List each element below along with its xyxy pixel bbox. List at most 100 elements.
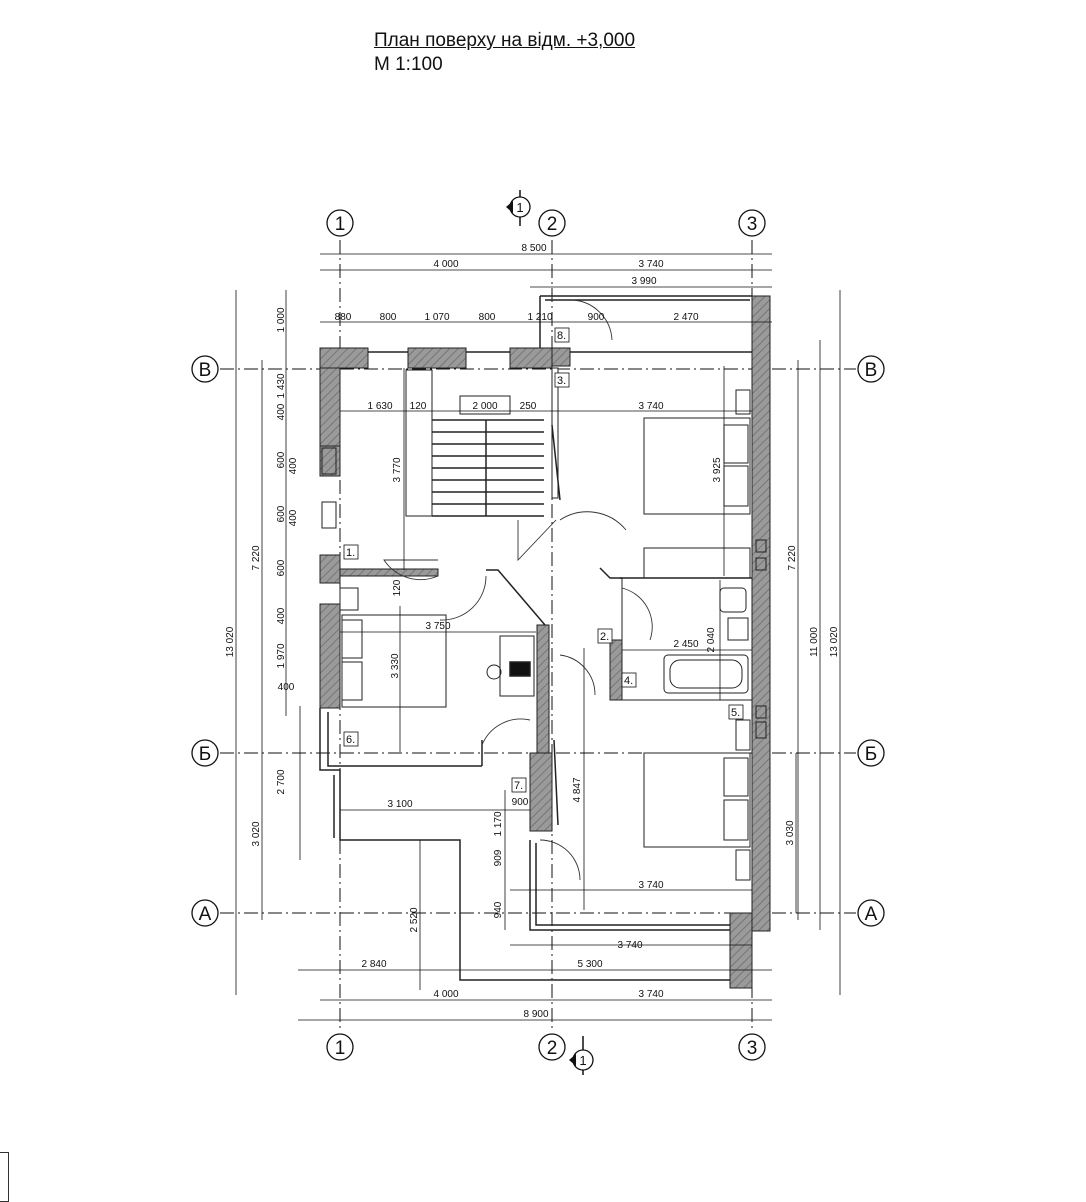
title-block: План поверху на відм. +3,000 М 1:100 (374, 29, 635, 77)
room-tag-2: 2. (600, 631, 609, 643)
dim-left-400-c: 400 (288, 509, 299, 526)
dim-stair-1630: 1 630 (367, 401, 392, 412)
dim-door-900: 900 (512, 797, 529, 808)
axis-marker-b-right: Б (857, 739, 885, 767)
dim-terrace-3100: 3 100 (387, 799, 412, 810)
dim-bottom-4000: 4 000 (433, 989, 458, 1000)
dim-top-total: 8 500 (521, 243, 546, 254)
dim-room-3740-bottom: 3 740 (638, 880, 663, 891)
sheet-frame-corner (0, 1152, 9, 1202)
dimension-lines (235, 253, 841, 1021)
axis-label-2-top: 2 (547, 214, 558, 235)
axis-label-1-bottom: 1 (335, 1038, 346, 1059)
room-tag-8: 8. (557, 330, 566, 342)
dim-bed-3330: 3 330 (390, 653, 401, 678)
axis-marker-b-left: Б (191, 739, 219, 767)
dim-bath-2040: 2 040 (706, 627, 717, 652)
dim-top-seg-6: 900 (588, 312, 605, 323)
dim-v-1170: 1 170 (493, 811, 504, 836)
section-mark-top: 1 (506, 190, 531, 226)
dim-stair-2000: 2 000 (472, 401, 497, 412)
dim-top-seg-7: 2 470 (673, 312, 698, 323)
interior-lines (319, 295, 767, 981)
section-mark-bottom-label: 1 (579, 1053, 586, 1068)
walls (319, 295, 771, 989)
dim-bath-2450: 2 450 (673, 639, 698, 650)
dim-left-600-c: 600 (276, 559, 287, 576)
dim-left-600-a: 600 (276, 451, 287, 468)
axis-marker-1-bottom: 1 (326, 1033, 354, 1061)
dim-left-600-b: 600 (276, 505, 287, 522)
dim-left-1430: 1 430 (276, 373, 287, 398)
axis-marker-v-left: В (191, 355, 219, 383)
dim-bottom-total: 8 900 (523, 1009, 548, 1020)
dim-top-1-2: 4 000 (433, 259, 458, 270)
dim-left-400-a: 400 (276, 403, 287, 420)
dim-bottom-5300: 5 300 (577, 959, 602, 970)
axis-label-b-right: Б (865, 744, 877, 765)
dim-right-13020: 13 020 (829, 626, 840, 657)
dim-top-2-3: 3 740 (638, 259, 663, 270)
axis-label-1-top: 1 (335, 214, 346, 235)
room-tag-5: 5. (731, 707, 740, 719)
axis-marker-3-top: 3 (738, 209, 766, 237)
dim-stair-250: 250 (520, 401, 537, 412)
dim-v-3030: 3 030 (785, 820, 796, 845)
room-tag-3: 3. (557, 375, 566, 387)
axis-label-a-left: А (199, 904, 212, 925)
axis-marker-2-top: 2 (538, 209, 566, 237)
dim-bed-3750: 3 750 (425, 621, 450, 632)
dim-room-3740-top: 3 740 (638, 401, 663, 412)
dim-top-seg-5: 1 210 (527, 312, 552, 323)
door-swings (383, 299, 653, 881)
dim-left-400-e: 400 (278, 682, 295, 693)
dimension-texts: 8 500 4 000 3 740 3 990 880 800 1 070 80… (225, 243, 840, 1020)
dim-left-400-d: 400 (276, 607, 287, 624)
dim-bottom-3740: 3 740 (638, 989, 663, 1000)
dim-balc-3740: 3 740 (617, 940, 642, 951)
dim-room-3925: 3 925 (712, 457, 723, 482)
dim-top-seg-2: 800 (380, 312, 397, 323)
room-tag-6: 6. (346, 734, 355, 746)
dim-v-940: 940 (493, 901, 504, 918)
room-tag-7: 7. (514, 780, 523, 792)
dim-left-1000: 1 000 (276, 307, 287, 332)
room-tags: 1. 2. 3. 4. 5. 6. 7. 8. (343, 327, 744, 793)
axis-marker-v-right: В (857, 355, 885, 383)
dim-stair-3770: 3 770 (392, 457, 403, 482)
dim-left-7220: 7 220 (251, 545, 262, 570)
dim-top-seg-4: 800 (479, 312, 496, 323)
axis-marker-2-bottom: 2 (538, 1033, 566, 1061)
dim-top-seg-3: 1 070 (424, 312, 449, 323)
axis-marker-a-left: А (191, 899, 219, 927)
dim-left-13020: 13 020 (225, 626, 236, 657)
plan-scale: М 1:100 (374, 54, 443, 75)
room-tag-1: 1. (346, 547, 355, 559)
dim-hall-120: 120 (392, 579, 403, 596)
plan-title: План поверху на відм. +3,000 (374, 30, 636, 51)
section-mark-bottom: 1 (569, 1036, 594, 1075)
room-tag-4: 4. (624, 675, 633, 687)
dim-right-7220: 7 220 (787, 545, 798, 570)
dim-left-3020: 3 020 (251, 821, 262, 846)
section-mark-top-label: 1 (516, 200, 523, 215)
dim-top-seg-1: 880 (335, 312, 352, 323)
axis-marker-3-bottom: 3 (738, 1033, 766, 1061)
axis-marker-1-top: 1 (326, 209, 354, 237)
dim-corr-4847: 4 847 (572, 777, 583, 802)
axis-marker-a-right: А (857, 899, 885, 927)
dim-bottom-2840: 2 840 (361, 959, 386, 970)
dim-stair-120: 120 (410, 401, 427, 412)
dim-left-2520: 2 520 (409, 907, 420, 932)
axis-label-2-bottom: 2 (547, 1038, 558, 1059)
axis-label-3-top: 3 (747, 214, 758, 235)
axis-label-v-right: В (865, 360, 878, 381)
dim-v-909: 909 (493, 849, 504, 866)
dim-left-1970: 1 970 (276, 643, 287, 668)
dim-top-balcony: 3 990 (631, 276, 656, 287)
dim-right-11000: 11 000 (809, 627, 820, 657)
axis-label-b-left: Б (199, 744, 211, 765)
dim-left-400-b: 400 (288, 457, 299, 474)
axis-label-a-right: А (865, 904, 878, 925)
